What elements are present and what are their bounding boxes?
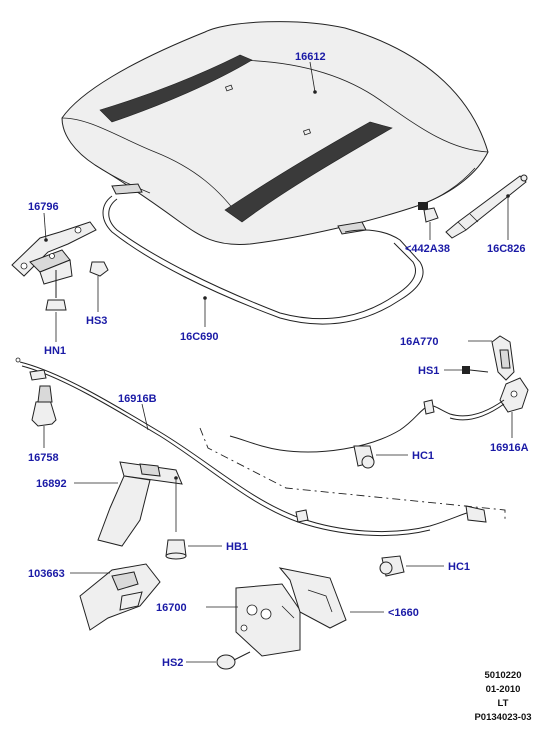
label-16c826: 16C826 xyxy=(487,243,526,255)
label-103663: 103663 xyxy=(28,568,65,580)
callout-labels: 16612 16796 <442A38 16C826 HS3 16C690 16… xyxy=(28,51,529,669)
label-16916b: 16916B xyxy=(118,393,157,405)
label-16612: 16612 xyxy=(295,51,326,63)
footer-reference: 5010220 01-2010 LT P0134023-03 xyxy=(474,670,531,723)
label-16c690: 16C690 xyxy=(180,331,219,343)
label-16916a: 16916A xyxy=(490,442,529,454)
label-hn1: HN1 xyxy=(44,345,66,357)
latch-16700 xyxy=(206,583,301,657)
bolt-hb1 xyxy=(165,539,222,560)
label-16758: 16758 xyxy=(28,452,59,464)
screw-hs1 xyxy=(444,366,489,374)
bracket-16892 xyxy=(74,461,183,547)
cable-16916a xyxy=(229,399,505,453)
label-16892: 16892 xyxy=(36,478,67,490)
bracket-103663 xyxy=(70,563,161,631)
label-hc1-upper: HC1 xyxy=(412,450,434,462)
gas-strut xyxy=(445,174,528,240)
label-hs1: HS1 xyxy=(418,365,439,377)
bumper-16758 xyxy=(31,385,57,448)
label-16a770: 16A770 xyxy=(400,336,439,348)
shield-1660 xyxy=(278,567,384,629)
clip-hc1-upper xyxy=(353,445,408,469)
hood-panel xyxy=(61,21,489,245)
clip-hc1-lower xyxy=(379,555,444,577)
cable-16916b xyxy=(15,357,487,536)
label-hs2: HS2 xyxy=(162,657,183,669)
footer-line-1: 5010220 xyxy=(485,670,522,681)
label-1660: <1660 xyxy=(388,607,419,619)
label-16700: 16700 xyxy=(156,602,187,614)
label-hc1-lower: HC1 xyxy=(448,561,470,573)
dashed-routing-line xyxy=(199,427,506,520)
label-hb1: HB1 xyxy=(226,541,248,553)
bolt-hs2 xyxy=(186,651,251,670)
footer-line-3: LT xyxy=(498,698,509,709)
ball-stud xyxy=(418,202,439,240)
hood-hinge xyxy=(11,212,109,342)
footer-line-4: P0134023-03 xyxy=(474,712,531,723)
hood-seal xyxy=(102,195,424,327)
release-handle xyxy=(468,335,529,413)
label-16796: 16796 xyxy=(28,201,59,213)
label-hs3: HS3 xyxy=(86,315,107,327)
footer-line-2: 01-2010 xyxy=(486,684,521,695)
label-442a38: <442A38 xyxy=(405,243,450,255)
